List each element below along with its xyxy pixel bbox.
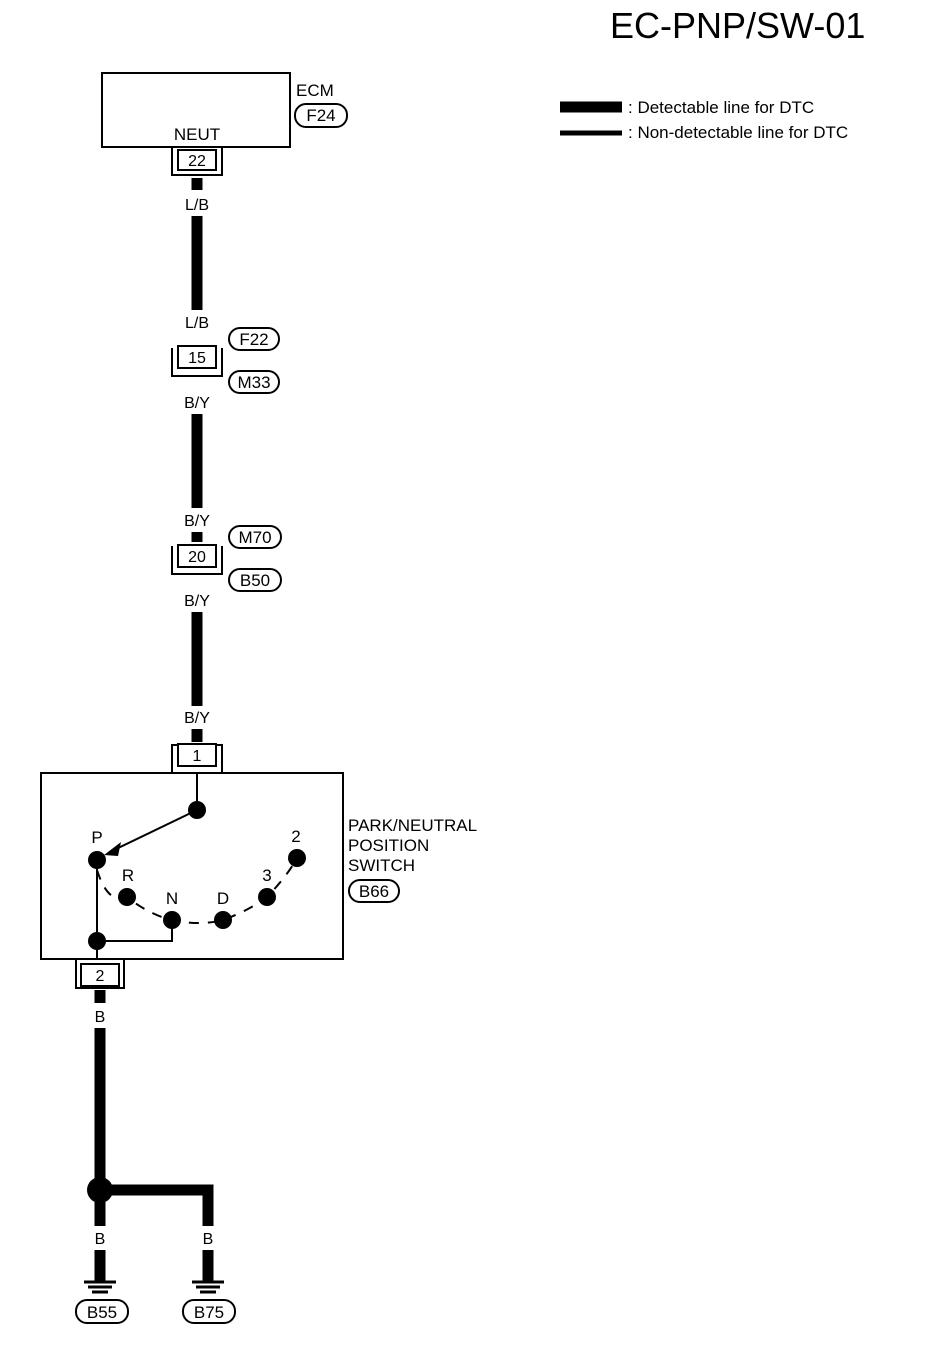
- junction-2-pin-number: 20: [188, 549, 206, 566]
- junction-1-pin-number: 15: [188, 350, 206, 367]
- b66-connector-badge: [348, 879, 400, 903]
- wire-label-m33-out: B/Y: [184, 395, 210, 412]
- switch-position-p: P: [91, 828, 102, 847]
- junction-1-pin-box: [177, 345, 217, 369]
- switch-contact-d: [214, 911, 232, 929]
- junction-1-bracket: [171, 348, 223, 377]
- ecm-connector-bracket: [171, 148, 223, 176]
- junction-f22-m33: 15 F22 M33: [171, 327, 280, 394]
- switch-name-line-3: SWITCH: [348, 856, 415, 875]
- f22-connector-badge: [228, 327, 280, 351]
- switch-contact-r: [118, 888, 136, 906]
- switch-position-n: N: [166, 889, 178, 908]
- junction-2-pin-box: [177, 544, 217, 568]
- switch-arm-arrowhead: [104, 842, 121, 856]
- m70-connector-badge: [228, 525, 282, 549]
- diagram-title: EC-PNP/SW-01: [610, 5, 865, 46]
- f22-connector-id: F22: [239, 330, 268, 349]
- ground-b55: B55: [75, 1250, 129, 1324]
- switch-pn-bus: [96, 860, 173, 942]
- switch-pin2-bracket: [75, 959, 125, 989]
- ground-b75-badge: [182, 1299, 236, 1324]
- legend-non-detectable-text: : Non-detectable line for DTC: [628, 123, 848, 142]
- switch-pin2-box: [80, 963, 120, 987]
- switch-position-d: D: [217, 889, 229, 908]
- junction-2-bracket: [171, 546, 223, 575]
- ecm-label: ECM: [296, 81, 334, 100]
- ecm-unit: ECM F24 NEUT 22: [101, 72, 348, 176]
- legend-detectable-text: : Detectable line for DTC: [628, 98, 814, 117]
- switch-box: [40, 772, 344, 960]
- ground-b75-id: B75: [194, 1303, 224, 1322]
- ground-b55-id: B55: [87, 1303, 117, 1322]
- wire-to-ground-b75: [100, 1184, 214, 1226]
- ecm-connector-badge: [294, 103, 348, 128]
- switch-pin1-number: 1: [193, 748, 202, 765]
- switch-position-r: R: [122, 866, 134, 885]
- switch-pin1-box: [177, 743, 217, 767]
- wire-label-switch-out: B: [95, 1009, 106, 1026]
- switch-position-3: 3: [262, 866, 271, 885]
- wire-label-switch-in: B/Y: [184, 710, 210, 727]
- ecm-pin-number: 22: [188, 153, 206, 170]
- b50-connector-id: B50: [240, 571, 270, 590]
- wire-label-f22-in: L/B: [185, 315, 209, 332]
- park-neutral-position-switch: 1 PARK/NEUTRAL POSITION SWITCH B66 P R N…: [40, 743, 477, 989]
- switch-name-line-1: PARK/NEUTRAL: [348, 816, 477, 835]
- wire-label-b50-out: B/Y: [184, 593, 210, 610]
- legend: : Detectable line for DTC : Non-detectab…: [560, 98, 848, 142]
- m33-connector-badge: [228, 370, 280, 394]
- ground-b55-badge: [75, 1299, 129, 1324]
- switch-arm: [113, 809, 198, 851]
- m70-connector-id: M70: [238, 528, 271, 547]
- junction-m70-b50: 20 M70 B50: [171, 525, 282, 592]
- wire-label-ground-left: B: [95, 1231, 106, 1248]
- m33-connector-id: M33: [237, 373, 270, 392]
- switch-position-2: 2: [291, 827, 300, 846]
- b66-connector-id: B66: [359, 882, 389, 901]
- switch-name-line-2: POSITION: [348, 836, 429, 855]
- b50-connector-badge: [228, 568, 282, 592]
- wire-label-m70-in: B/Y: [184, 513, 210, 530]
- switch-contact-2: [288, 849, 306, 867]
- ecm-terminal-name: NEUT: [174, 125, 220, 144]
- ecm-connector-id: F24: [306, 106, 335, 125]
- switch-contact-3: [258, 888, 276, 906]
- ecm-pin-box: [177, 149, 217, 171]
- wire-label-ecm-out: L/B: [185, 197, 209, 214]
- ecm-box: [101, 72, 291, 148]
- switch-pin2-number: 2: [96, 968, 105, 985]
- ground-b75: B75: [182, 1250, 236, 1324]
- wire-label-ground-right: B: [203, 1231, 214, 1248]
